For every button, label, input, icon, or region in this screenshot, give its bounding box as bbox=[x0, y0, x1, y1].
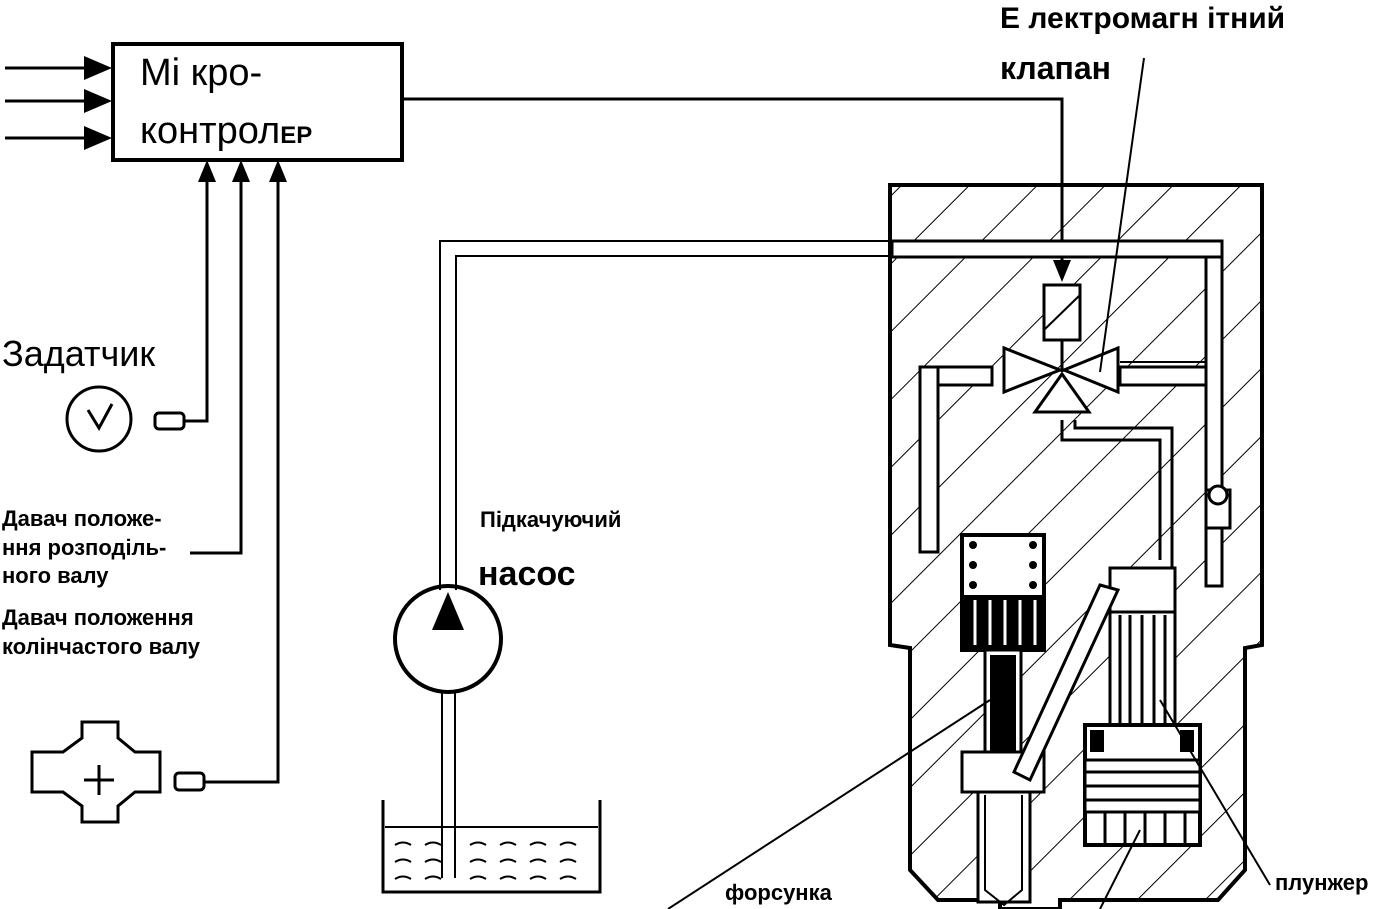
crankshaft-sensor-label: Давач положення колінчастого валу bbox=[2, 605, 200, 659]
input-arrows bbox=[5, 56, 112, 150]
microcontroller-label-line2: контролЕР bbox=[140, 110, 312, 154]
microcontroller-box bbox=[111, 42, 404, 162]
solenoid-valve-icon bbox=[1002, 283, 1120, 414]
valve-label-line2: клапан bbox=[1000, 50, 1111, 86]
unit-injector-housing bbox=[888, 183, 1264, 909]
microcontroller-label-suffix: ЕР bbox=[280, 122, 313, 149]
crankshaft-gear-icon bbox=[30, 720, 206, 824]
plunger-label: плунжер bbox=[1275, 870, 1369, 895]
setpoint-label: Задатчик bbox=[2, 333, 156, 374]
microcontroller-label-line1: Мі кро- bbox=[140, 52, 263, 94]
valve-label-line1: Е лектромагн ітний bbox=[1000, 2, 1286, 35]
injector-label: форсунка bbox=[725, 880, 832, 905]
camshaft-sensor-label: Давач положе- ння розподіль- ного валу bbox=[2, 506, 167, 589]
leader-lines bbox=[667, 57, 1271, 909]
setpoint-dial-icon bbox=[65, 385, 186, 453]
pump-icon bbox=[393, 584, 503, 878]
microcontroller-label-main: контрол bbox=[140, 110, 281, 152]
sensor-lines bbox=[184, 160, 287, 784]
pump-label-line1: Підкачуючий bbox=[480, 507, 622, 532]
pump-label-line2: насос bbox=[478, 555, 576, 593]
fuel-tank-icon bbox=[381, 800, 602, 894]
